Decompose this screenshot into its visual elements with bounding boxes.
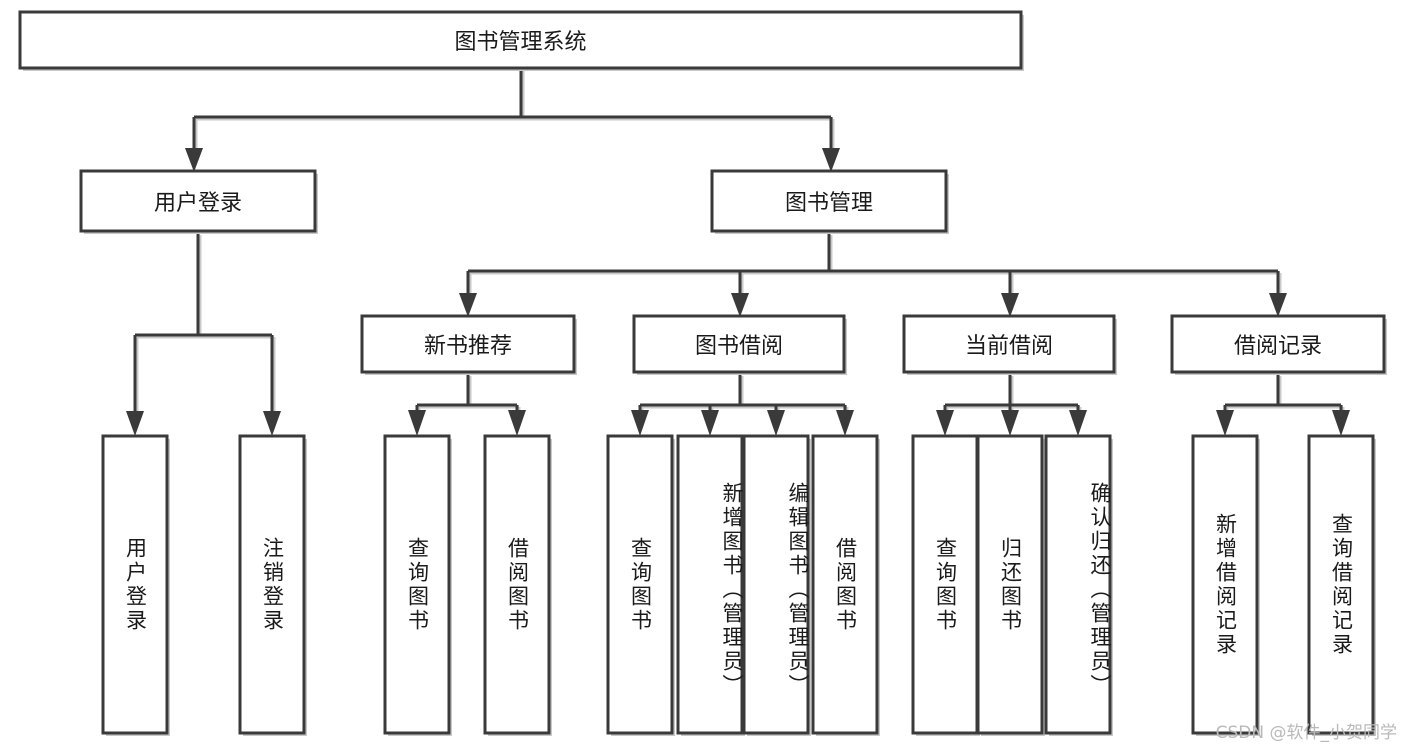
node-leaf-query-book-2[interactable]: [606, 434, 675, 736]
node-root[interactable]: [18, 10, 1024, 71]
connector-newbook-to-leaves: [408, 374, 526, 436]
node-user-login[interactable]: [79, 169, 318, 234]
node-book-borrow[interactable]: [632, 314, 847, 375]
node-leaf-confirm-return[interactable]: [1044, 434, 1113, 736]
node-new-book-recommend[interactable]: [360, 314, 577, 375]
node-leaf-add-record[interactable]: [1191, 434, 1260, 736]
node-leaf-query-book-1[interactable]: [383, 434, 452, 736]
node-leaf-add-book[interactable]: [676, 434, 745, 736]
connector-bookmgmt-to-level3: [459, 233, 1287, 317]
nodes-layer: [18, 10, 1387, 736]
node-leaf-borrow-book-2[interactable]: [811, 434, 880, 736]
connector-userlogin-to-leaves: [126, 233, 281, 436]
connector-root-to-level2: [185, 69, 840, 172]
node-leaf-query-record[interactable]: [1307, 434, 1376, 736]
connector-currentborrow-to-leaves: [936, 374, 1087, 436]
connector-borrowrecord-to-leaves: [1216, 374, 1350, 436]
node-leaf-user-logout[interactable]: [238, 434, 307, 736]
connectors-layer: [126, 69, 1350, 436]
node-leaf-borrow-book-1[interactable]: [483, 434, 552, 736]
node-borrow-record[interactable]: [1170, 314, 1387, 375]
node-leaf-return-book[interactable]: [976, 434, 1045, 736]
connector-bookborrow-to-leaves: [631, 374, 854, 436]
node-book-management[interactable]: [710, 169, 949, 234]
node-leaf-query-book-3[interactable]: [911, 434, 980, 736]
node-leaf-user-login[interactable]: [101, 434, 170, 736]
node-current-borrow[interactable]: [902, 314, 1117, 375]
node-leaf-edit-book[interactable]: [742, 434, 811, 736]
